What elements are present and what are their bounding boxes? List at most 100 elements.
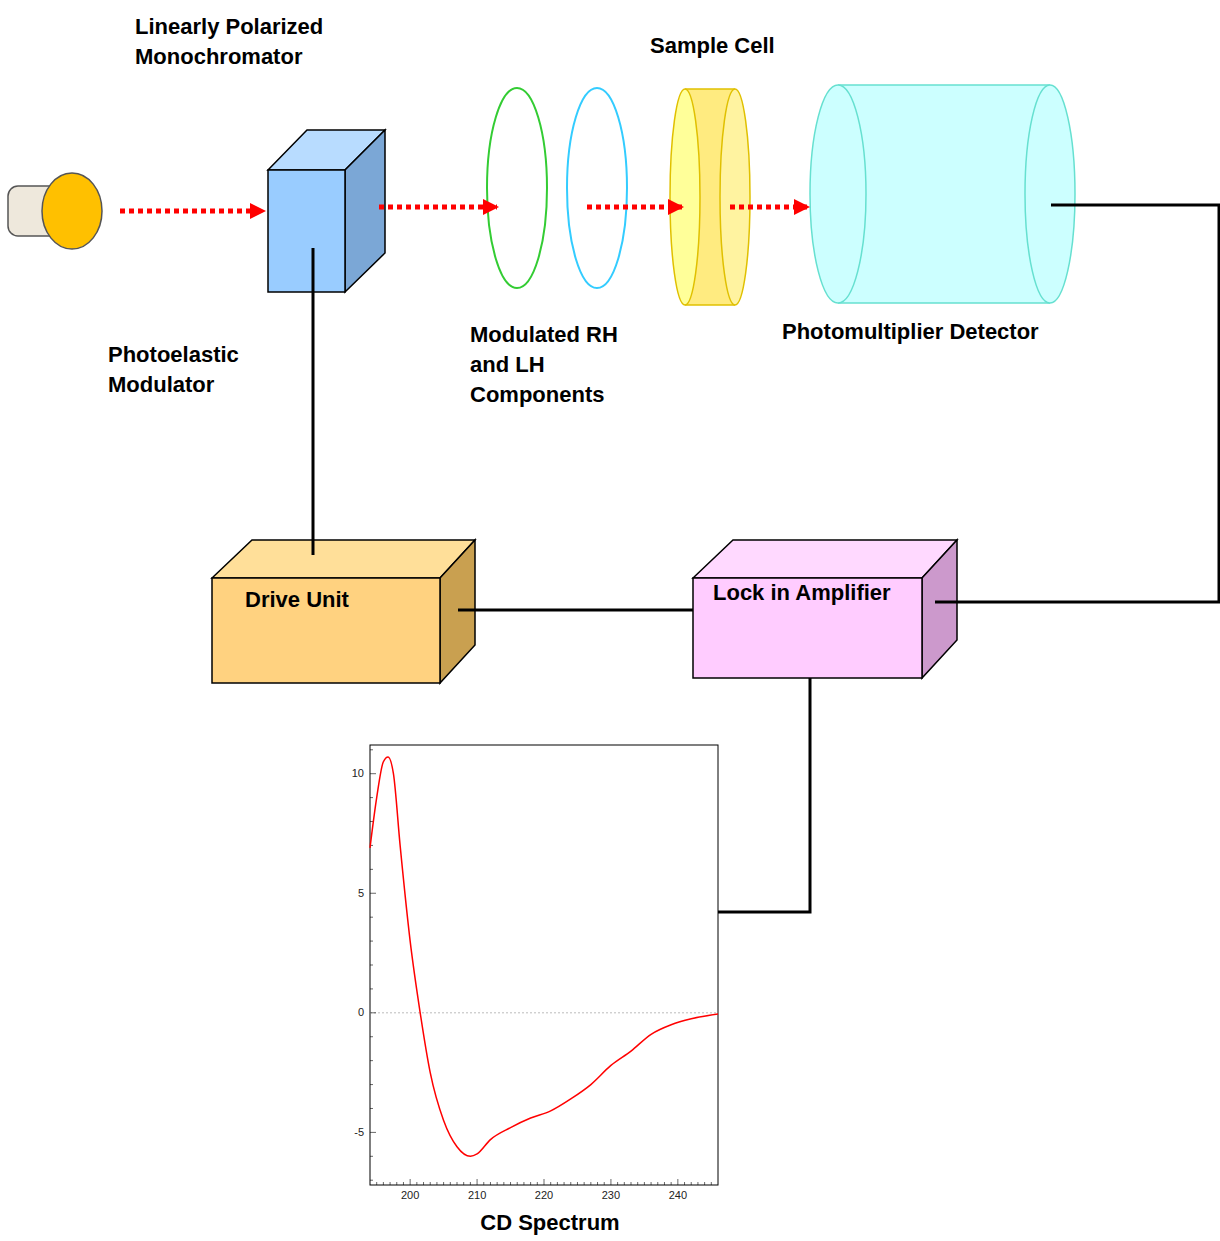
node-label: Sample Cell [650, 31, 810, 61]
cd-curve [370, 757, 718, 1156]
x-tick [697, 1182, 698, 1185]
y-tick [370, 1132, 376, 1133]
x-tick [664, 1182, 665, 1185]
x-tick [570, 1182, 571, 1185]
x-tick [376, 1182, 377, 1185]
x-tick [651, 1182, 652, 1185]
x-tick [564, 1182, 565, 1185]
x-tick [503, 1182, 504, 1185]
y-tick [370, 773, 376, 774]
sample-cell-node: Sample Cell [668, 89, 750, 305]
x-tick [557, 1182, 558, 1185]
y-tick [370, 893, 376, 894]
monochromator-node: Linearly Polarized MonochromatorPhotoela… [268, 130, 385, 292]
x-tick [537, 1182, 538, 1185]
modulated-components-node: Modulated RH and LH Components [487, 88, 627, 288]
y-tick [370, 869, 373, 870]
lh-component-ellipse [567, 88, 627, 288]
x-axis-label: 220 [535, 1189, 553, 1202]
y-axis-label: 0 [358, 1006, 364, 1019]
zero-line [370, 1012, 718, 1013]
x-tick [657, 1182, 658, 1185]
cd-spectrum-node: CD Spectrum [370, 745, 718, 1185]
x-tick [416, 1182, 417, 1185]
x-tick [410, 1179, 411, 1185]
x-tick [403, 1182, 404, 1185]
x-tick [584, 1182, 585, 1185]
node-label: Photoelastic Modulator [108, 340, 278, 400]
x-axis-label: 230 [602, 1189, 620, 1202]
x-tick [711, 1182, 712, 1185]
y-axis-label: 10 [352, 767, 364, 780]
x-tick [604, 1182, 605, 1185]
x-tick [423, 1182, 424, 1185]
lock-in-amplifier-node: Lock in Amplifier [693, 540, 957, 678]
x-tick [436, 1182, 437, 1185]
y-tick [370, 1108, 373, 1109]
x-tick [523, 1182, 524, 1185]
y-tick [370, 1036, 373, 1037]
signal-wire [312, 248, 315, 555]
node-label: Lock in Amplifier [713, 578, 893, 608]
x-tick [597, 1182, 598, 1185]
x-axis-label: 200 [401, 1189, 419, 1202]
node-label: CD Spectrum [450, 1208, 650, 1238]
x-tick [443, 1182, 444, 1185]
lock-in-box [693, 540, 957, 678]
x-tick [691, 1182, 692, 1185]
x-tick [637, 1182, 638, 1185]
y-tick [370, 941, 373, 942]
x-tick [463, 1182, 464, 1185]
x-tick [624, 1182, 625, 1185]
signal-wire [458, 609, 693, 612]
photomultiplier-cylinder [810, 85, 1075, 303]
x-tick [590, 1182, 591, 1185]
light-source [8, 173, 102, 249]
x-tick [684, 1182, 685, 1185]
y-tick [370, 1156, 373, 1157]
light-beam [379, 205, 497, 210]
y-tick [370, 1012, 376, 1013]
sample-cell-disc [670, 89, 750, 305]
x-tick [457, 1182, 458, 1185]
x-tick [483, 1182, 484, 1185]
x-tick [517, 1182, 518, 1185]
y-tick [370, 917, 373, 918]
x-tick [450, 1182, 451, 1185]
x-tick [510, 1182, 511, 1185]
y-tick [370, 988, 373, 989]
x-axis-label: 240 [669, 1189, 687, 1202]
x-tick [544, 1179, 545, 1185]
y-tick [370, 1084, 373, 1085]
x-tick [577, 1182, 578, 1185]
signal-wire [718, 678, 810, 912]
x-tick [550, 1182, 551, 1185]
monochromator-cube [268, 130, 385, 292]
cd-chart [370, 745, 718, 1185]
rh-component-ellipse [487, 88, 547, 288]
x-tick [477, 1179, 478, 1185]
y-tick [370, 1060, 373, 1061]
x-tick [610, 1179, 611, 1185]
x-tick [704, 1182, 705, 1185]
drive-unit-box [212, 540, 475, 683]
y-tick [370, 749, 373, 750]
y-tick [370, 1180, 373, 1181]
x-axis-label: 210 [468, 1189, 486, 1202]
x-tick [677, 1179, 678, 1185]
node-label: Drive Unit [245, 585, 425, 615]
x-tick [671, 1182, 672, 1185]
x-tick [383, 1182, 384, 1185]
light-beam [730, 205, 808, 210]
node-label: Modulated RH and LH Components [470, 320, 640, 410]
signal-wire [935, 205, 1219, 602]
x-tick [497, 1182, 498, 1185]
y-tick [370, 965, 373, 966]
y-tick [370, 797, 373, 798]
photomultiplier-node: Photomultiplier Detector [808, 85, 1078, 303]
drive-unit-node: Drive Unit [212, 540, 475, 683]
y-axis-label: -5 [354, 1126, 364, 1139]
